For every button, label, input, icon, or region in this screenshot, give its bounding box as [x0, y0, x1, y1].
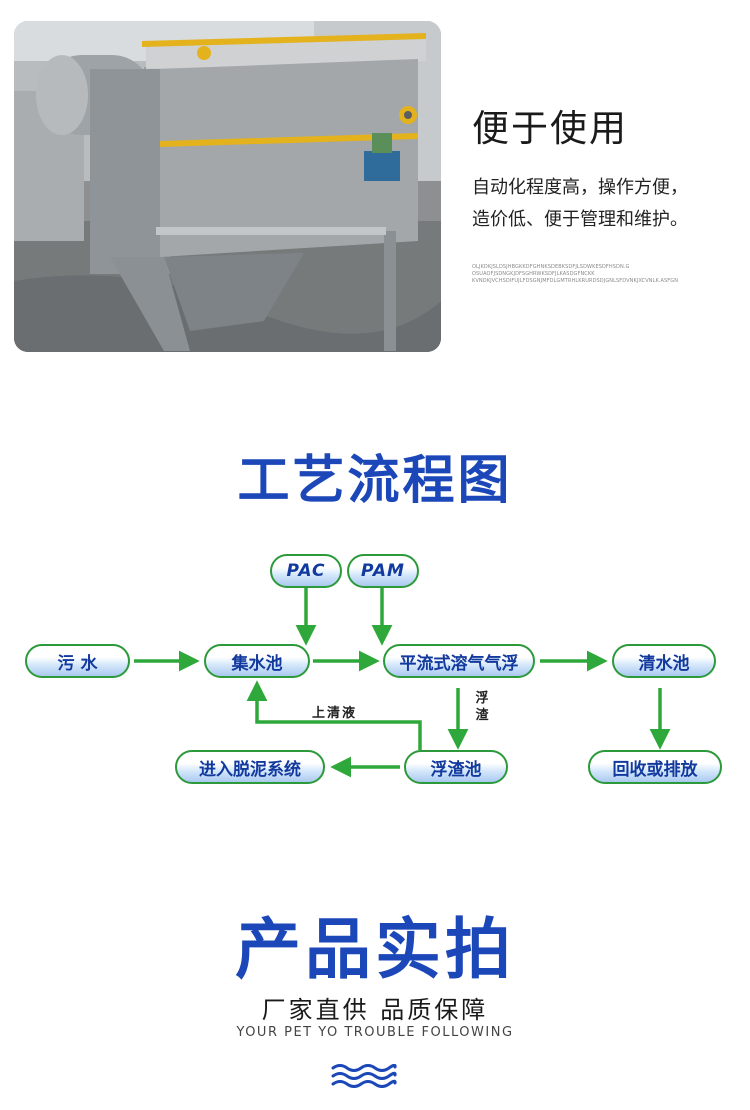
arrow-supernatant-return — [246, 680, 422, 750]
process-title: 工艺流程图 — [237, 451, 513, 511]
process-flow-diagram: PAC PAM 污 水 集水池 平流式溶气气浮 清水池 进入脱泥系统 浮渣池 回… — [0, 540, 750, 800]
node-pac: PAC — [270, 554, 342, 588]
node-recycle: 回收或排放 — [588, 750, 722, 784]
photos-title: 产品实拍 — [235, 911, 515, 988]
node-clear-water-tank: 清水池 — [612, 644, 716, 678]
slogan: 厂家直供 品质保障 — [261, 996, 489, 1024]
label-supernatant: 上清液 — [312, 706, 358, 721]
node-pam: PAM — [347, 554, 419, 588]
product-photo — [14, 21, 441, 352]
slogan-english: YOUR PET YO TROUBLE FOLLOWING — [236, 1025, 514, 1040]
feature-description: 自动化程度高，操作方便， 造价低、便于管理和维护。 — [472, 172, 744, 236]
node-collection-tank: 集水池 — [204, 644, 310, 678]
fine-print-line: OLJKDKJSLDSJHBGKKDFGHNKSDEBKSDFJLSDWKESD… — [472, 264, 630, 270]
node-sludge-system: 进入脱泥系统 — [175, 750, 325, 784]
node-flotation: 平流式溶气气浮 — [383, 644, 535, 678]
feature-description-line: 自动化程度高，操作方便， — [472, 177, 688, 198]
waves-icon — [331, 1064, 397, 1088]
fine-print-line: KVNDKJVCHSDIFUJLFDSGNJMFDLGMTRHLKRURDSDJ… — [472, 278, 679, 284]
feature-description-line: 造价低、便于管理和维护。 — [472, 209, 688, 230]
feature-title: 便于使用 — [472, 107, 628, 150]
feature-fine-print: OLJKDKJSLDSJHBGKKDFGHNKSDEBKSDFJLSDWKESD… — [472, 264, 742, 285]
node-scum-tank: 浮渣池 — [404, 750, 508, 784]
label-scum: 浮渣 — [475, 691, 489, 723]
node-wastewater: 污 水 — [25, 644, 130, 678]
fine-print-line: OSUAOFJSDNGKJDFSGHRWKSDFJLKASDGFNCKK — [472, 271, 595, 277]
flow-arrows — [134, 588, 671, 778]
